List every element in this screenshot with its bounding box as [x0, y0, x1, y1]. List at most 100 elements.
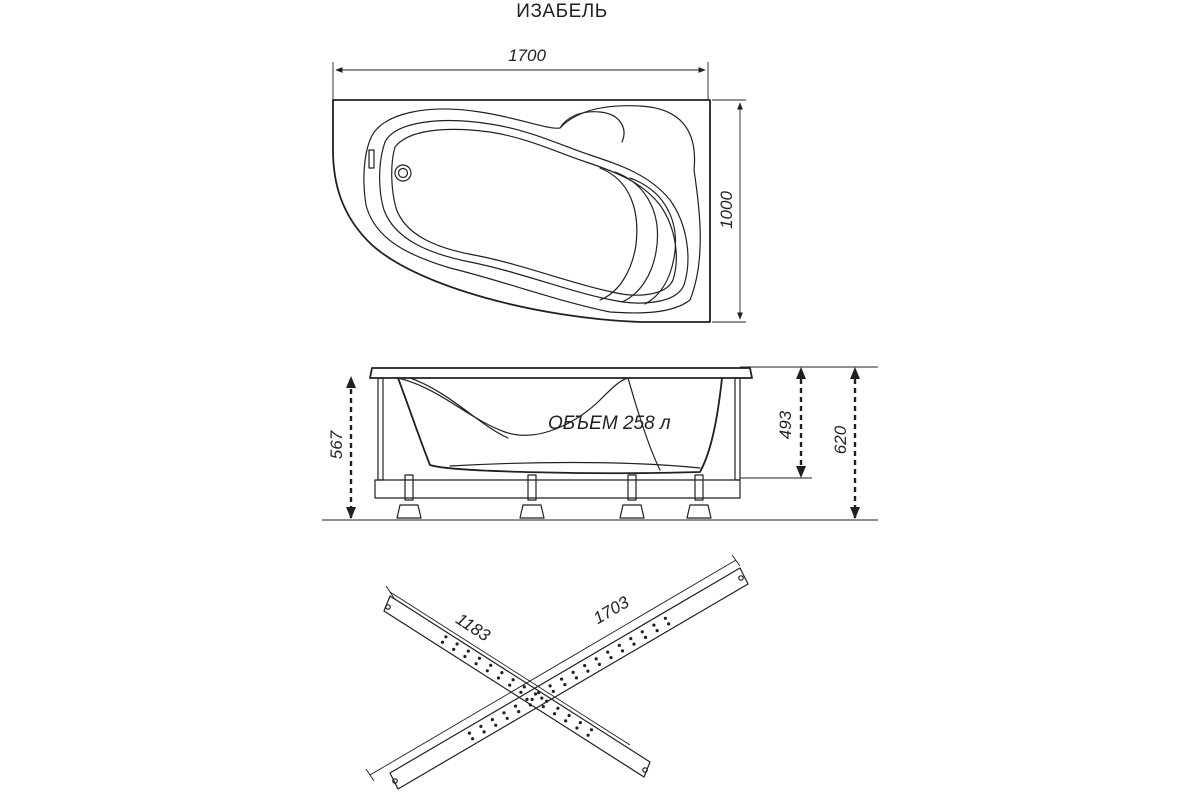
frame-hole — [551, 689, 555, 694]
frame-hole — [560, 677, 564, 681]
bar-long-tick-end — [365, 768, 375, 782]
frame-hole — [567, 713, 571, 718]
frame-hole — [505, 716, 509, 721]
drain-icon — [394, 164, 412, 182]
leg-2 — [519, 474, 545, 519]
frame-hole — [640, 630, 644, 634]
frame-hole — [533, 692, 538, 696]
frame-hole — [541, 705, 545, 709]
frame-hole — [530, 697, 534, 702]
frame-hole — [583, 664, 587, 668]
frame-hole — [467, 731, 471, 735]
frame-hole — [644, 635, 648, 640]
left-support-post — [377, 377, 384, 481]
frame-hole — [586, 733, 590, 737]
frame-hole — [571, 670, 575, 675]
frame-hole — [617, 643, 621, 648]
arrow-567-bottom — [346, 507, 356, 519]
frame-hole — [663, 616, 668, 620]
support-frame — [374, 479, 741, 499]
arrow-567-top — [346, 376, 356, 388]
backrest-curve-3 — [629, 177, 677, 305]
frame-hole — [528, 703, 532, 707]
frame-hole — [517, 710, 521, 714]
arrow-620-top — [850, 367, 860, 379]
frame-bar-short — [383, 595, 651, 778]
frame-hole — [574, 676, 579, 680]
frame-hole — [444, 635, 448, 639]
frame-hole — [508, 683, 512, 687]
frame-hole — [494, 723, 498, 727]
bathtub-rim-side — [369, 367, 753, 379]
bathtub-inner-bowl-2 — [391, 128, 677, 296]
frame-hole — [482, 730, 486, 734]
frame-hole — [519, 690, 523, 694]
frame-hole — [537, 691, 541, 695]
bathtub-body-side — [397, 377, 723, 475]
backrest-curve-1 — [599, 167, 638, 301]
frame-hole — [463, 654, 467, 659]
frame-view: 1183 1703 — [365, 554, 749, 790]
frame-hole — [667, 622, 671, 626]
frame-hole — [513, 704, 518, 708]
overflow-icon — [368, 149, 375, 169]
bathtub-inner-curve-2 — [409, 377, 509, 439]
headrest-curve — [559, 111, 625, 143]
frame-hole — [552, 712, 557, 716]
bar-short-dimension — [389, 591, 631, 746]
drain-inner — [397, 167, 409, 179]
height-493-label: 493 — [776, 410, 795, 439]
arrow-493-top — [796, 367, 806, 379]
bar-long-tick-start — [731, 554, 741, 567]
drawing-title: ИЗАБЕЛЬ — [516, 1, 607, 22]
frame-hole — [522, 685, 526, 689]
arrow-620-bottom — [850, 507, 860, 519]
frame-hole — [525, 697, 529, 702]
height-620-label: 620 — [831, 425, 850, 454]
frame-hole — [548, 684, 552, 688]
leg-1 — [396, 474, 422, 519]
frame-hole — [655, 629, 659, 633]
frame-hole — [496, 676, 501, 680]
frame-hole — [586, 669, 590, 673]
frame-hole — [466, 649, 470, 653]
bathtub-bottom-line — [449, 461, 701, 469]
leg-4 — [686, 474, 712, 519]
leg-3 — [619, 474, 645, 519]
frame-hole — [632, 642, 636, 646]
frame-hole — [455, 642, 459, 646]
bar-short-tick-start — [385, 585, 395, 599]
frame-hole — [479, 724, 483, 729]
frame-hole — [564, 719, 568, 723]
frame-hole — [609, 656, 613, 660]
frame-hole — [474, 662, 478, 666]
frame-hole — [652, 623, 656, 627]
bathtub-outer-contour — [332, 99, 711, 323]
arrow-493-bottom — [796, 466, 806, 478]
frame-hole — [594, 657, 598, 661]
frame-hole — [575, 726, 579, 730]
frame-hole — [452, 647, 456, 652]
frame-hole — [471, 737, 475, 741]
width-label: 1700 — [508, 46, 546, 65]
frame-hole — [511, 678, 515, 682]
frame-hole — [500, 671, 504, 675]
bathtub-inner-curve — [397, 377, 629, 436]
bathtub-rim — [363, 105, 701, 314]
frame-bar-long — [389, 567, 749, 790]
backrest-curve-2 — [614, 171, 659, 303]
right-support-post — [734, 377, 741, 481]
frame-hole — [563, 683, 567, 687]
frame-hole — [477, 656, 482, 660]
bathtub-back-curve — [627, 377, 661, 471]
frame-hole — [589, 728, 594, 732]
height-567-label: 567 — [327, 430, 346, 459]
frame-hole — [540, 696, 544, 700]
depth-label: 1000 — [717, 191, 736, 229]
frame-hole — [502, 711, 506, 715]
frame-hole — [489, 663, 493, 668]
volume-label: ОБЪЕМ 258 л — [548, 413, 671, 434]
bar-long-dimension — [369, 559, 737, 776]
frame-hole — [597, 662, 602, 667]
